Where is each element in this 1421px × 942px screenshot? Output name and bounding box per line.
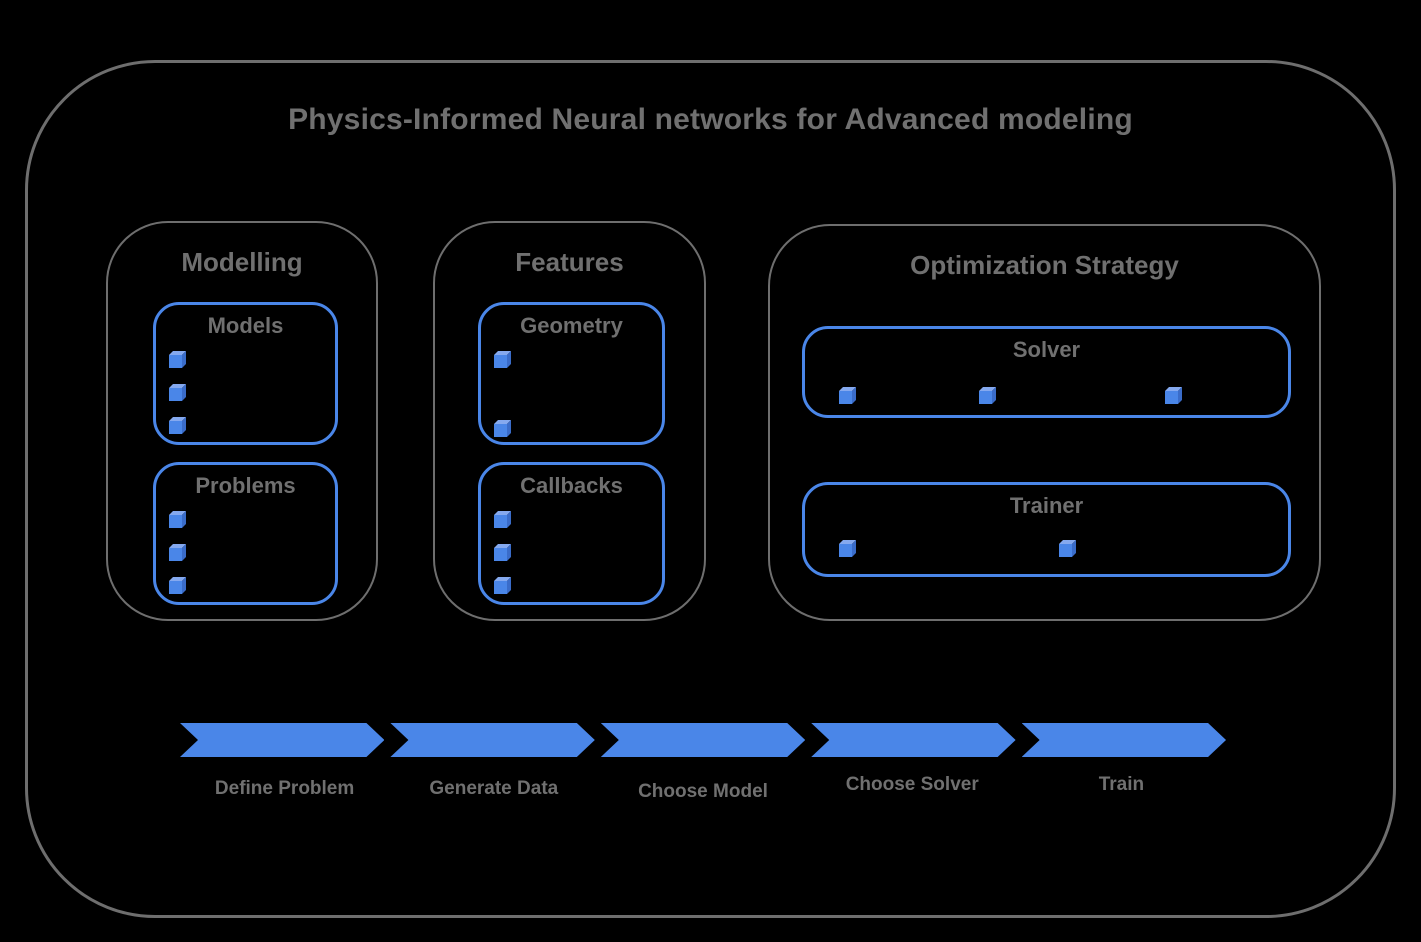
cube-icon — [168, 350, 186, 368]
pipeline-step-define-problem: Define Problem — [214, 778, 355, 799]
box-models-label: Models — [207, 313, 284, 338]
pipeline-arrows — [180, 723, 1226, 757]
box-models: Models — [153, 302, 338, 445]
box-geometry-label: Geometry — [520, 313, 623, 338]
cube-icon — [168, 576, 186, 594]
cube-icon — [838, 539, 856, 557]
cube-icon — [493, 350, 511, 368]
cube-icon — [1058, 539, 1076, 557]
box-geometry: Geometry — [478, 302, 665, 445]
box-callbacks-label: Callbacks — [520, 473, 623, 498]
pipeline-step-labels: Define Problem Generate Data Choose Mode… — [180, 773, 1226, 802]
pipeline-arrow-segment — [601, 723, 805, 757]
callbacks-cube-list — [493, 510, 511, 594]
cube-icon — [493, 419, 511, 437]
cube-icon — [1164, 386, 1182, 404]
cube-icon — [168, 510, 186, 528]
cube-icon — [493, 510, 511, 528]
cube-icon — [838, 386, 856, 404]
pipeline-arrow-segment — [390, 723, 594, 757]
box-problems: Problems — [153, 462, 338, 605]
trainer-cube-list — [838, 539, 1076, 557]
section-optimization-strategy: Optimization Strategy Solver Trainer — [768, 224, 1321, 621]
cube-icon — [168, 543, 186, 561]
cube-icon — [493, 576, 511, 594]
pipeline-arrow-segment — [1022, 723, 1226, 757]
solver-cube-list — [838, 386, 1182, 404]
models-cube-list — [168, 350, 186, 434]
box-callbacks: Callbacks — [478, 462, 665, 605]
box-solver: Solver — [802, 326, 1291, 418]
pipeline-step-choose-model: Choose Model — [638, 781, 768, 802]
geometry-cube-list — [493, 350, 511, 437]
section-modelling-label: Modelling — [181, 247, 303, 277]
section-modelling: Modelling Models Problems — [106, 221, 378, 621]
pipeline-step-generate-data: Generate Data — [429, 778, 559, 799]
box-trainer-label: Trainer — [1009, 493, 1084, 518]
problems-cube-list — [168, 510, 186, 594]
cube-icon — [978, 386, 996, 404]
pipeline-arrow-segment — [180, 723, 384, 757]
diagram-title: Physics-Informed Neural networks for Adv… — [288, 103, 1133, 136]
box-solver-label: Solver — [1012, 337, 1081, 362]
cube-icon — [168, 416, 186, 434]
diagram-outer-frame: Physics-Informed Neural networks for Adv… — [25, 60, 1396, 918]
section-features: Features Geometry Callbacks — [433, 221, 706, 621]
pipeline-step-train: Train — [1098, 774, 1145, 795]
box-problems-label: Problems — [195, 473, 296, 498]
cube-icon — [168, 383, 186, 401]
section-features-label: Features — [515, 247, 624, 277]
cube-icon — [493, 543, 511, 561]
section-optimization-label: Optimization Strategy — [910, 250, 1179, 280]
pipeline-step-choose-solver: Choose Solver — [845, 774, 979, 795]
pipeline-arrow-segment — [811, 723, 1015, 757]
box-trainer: Trainer — [802, 482, 1291, 577]
